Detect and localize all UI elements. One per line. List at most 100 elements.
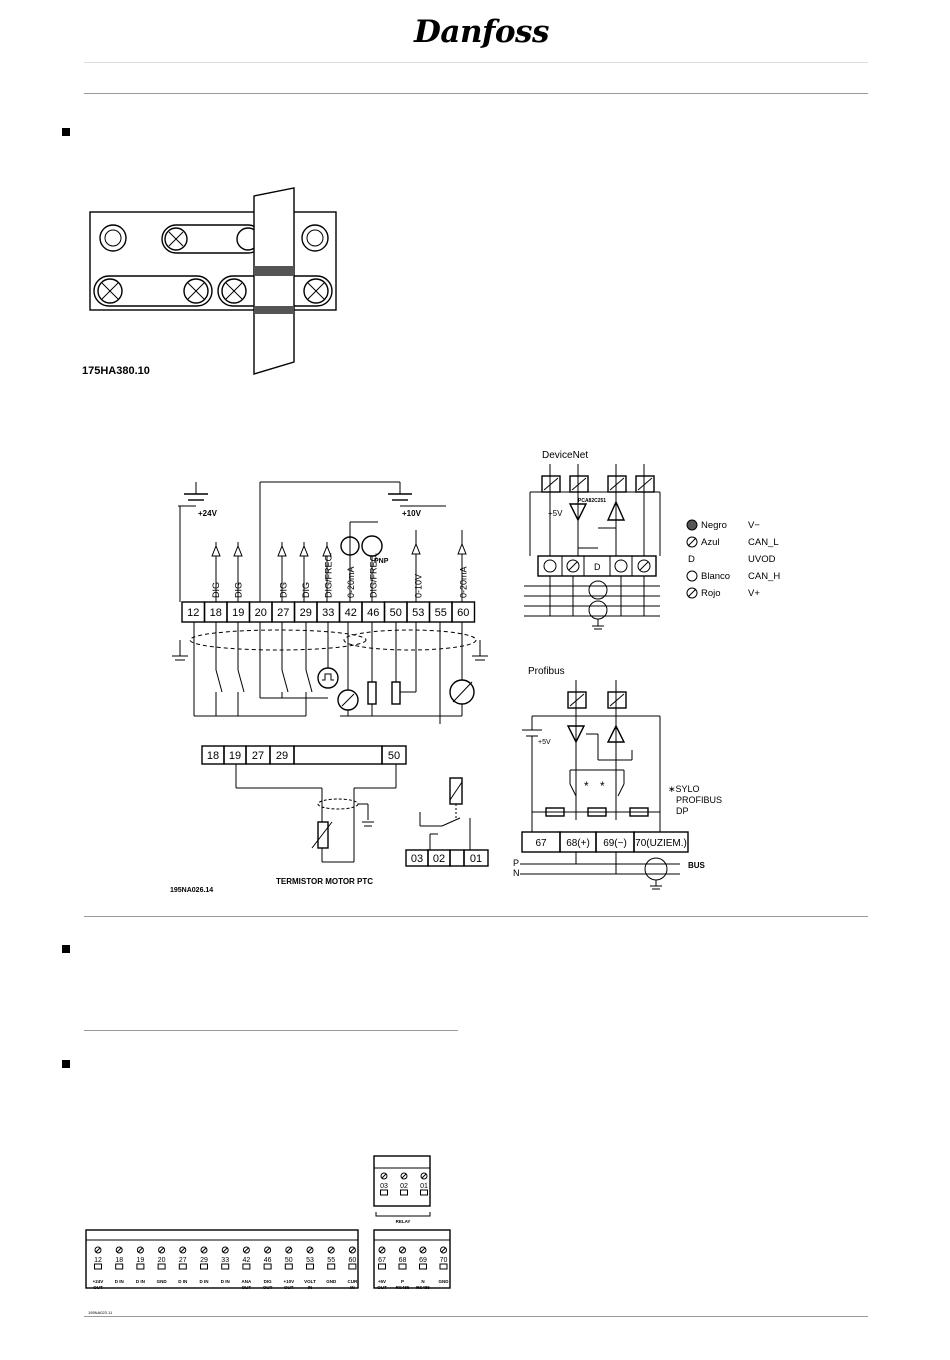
screw-icon: [419, 1246, 427, 1254]
strip-terminal-label: GND: [157, 1279, 168, 1284]
terminal-socket: [178, 1263, 187, 1270]
terminal-function-label: DIG/FREC.: [323, 552, 333, 598]
control-terminal-number: 53: [412, 607, 424, 619]
terminal-function-label: DIG: [278, 582, 288, 598]
figure1-code: 175HA380.10: [82, 365, 150, 377]
relay-terminal-box: [449, 849, 465, 867]
legend-signal: V−: [748, 520, 760, 531]
screw-slot: [201, 1247, 207, 1253]
screw-slot: [286, 1247, 292, 1253]
devicenet-title: DeviceNet: [542, 450, 588, 461]
strip-terminal-number: 18: [115, 1257, 123, 1264]
terminal-socket: [378, 1263, 386, 1270]
pnp-label: PNP: [374, 558, 389, 565]
screw-slot: [381, 1173, 387, 1179]
screw-slot: [441, 1247, 446, 1253]
screw-slot: [180, 1247, 186, 1253]
strip-terminal-number: 70: [440, 1257, 448, 1264]
strip-terminal-label: D IN: [136, 1279, 145, 1284]
relay-terminal-number: 01: [470, 853, 482, 865]
legend-swatch: [686, 587, 698, 599]
profibus-star-1: *: [584, 779, 589, 793]
strip-terminal-number: 53: [306, 1257, 314, 1264]
strip-terminal-label-2: OUT: [242, 1285, 252, 1290]
terminal-function-label: DIG: [211, 582, 221, 598]
screw-slot: [400, 1247, 405, 1253]
screw-slot: [350, 1247, 355, 1253]
ptc-terminal-number: 18: [207, 750, 219, 762]
strip-terminal-number: 12: [94, 1257, 102, 1264]
control-terminal-number: 50: [390, 607, 402, 619]
legend-name: Azul: [701, 537, 719, 548]
screw-icon: [200, 1246, 208, 1254]
terminal-socket: [398, 1263, 407, 1270]
screw-icon: [221, 1246, 229, 1254]
profibus-bus-label: BUS: [688, 861, 706, 870]
profibus-terminal-number: 70(UZIEM.): [635, 838, 687, 849]
strip-terminal-label-2: RS485: [416, 1285, 430, 1290]
control-terminal-number: 46: [367, 607, 379, 619]
profibus-terminal-box: [633, 831, 689, 853]
strip-terminal-label-2: OUT: [284, 1285, 294, 1290]
terminal-socket: [221, 1263, 230, 1270]
profibus-terminal-number: 68(+): [566, 838, 590, 849]
screw-icon: [264, 1246, 272, 1254]
strip-terminal-number: 33: [221, 1257, 229, 1264]
screw-icon: [94, 1246, 102, 1254]
screw-slot: [420, 1247, 426, 1253]
legend-signal: UVOD: [748, 554, 776, 565]
legend-name: Negro: [701, 520, 727, 531]
strip-terminal-number: 19: [137, 1257, 145, 1264]
screw-icon: [306, 1246, 314, 1254]
legend-name: Rojo: [701, 588, 721, 599]
legend-swatch: [686, 519, 698, 531]
screw-icon: [179, 1246, 187, 1254]
terminal-socket: [400, 1189, 408, 1196]
section-bullet-2: [62, 945, 70, 953]
screw-icon: [399, 1246, 406, 1254]
screw-slot: [421, 1173, 427, 1179]
strip-terminal-label: ANA: [242, 1279, 252, 1284]
screw-slot: [307, 1247, 313, 1253]
strip-terminal-label: +24V: [93, 1279, 104, 1284]
terminal-socket: [439, 1263, 448, 1270]
legend-swatch-hatch: [687, 537, 697, 547]
strip-terminal-number: 67: [378, 1257, 386, 1264]
strip-terminal-label: D IN: [200, 1279, 209, 1284]
strip-terminal-label: D IN: [115, 1279, 124, 1284]
terminal-function-label: 0-20mA: [458, 566, 468, 598]
screw-icon: [348, 1246, 356, 1254]
legend-name: Blanco: [701, 571, 730, 582]
ptc-terminal-number: 19: [229, 750, 241, 762]
screw-icon: [400, 1172, 408, 1180]
supply-10v-label: +10V: [402, 509, 422, 518]
control-terminal-number: 19: [232, 607, 244, 619]
legend-swatch: [686, 570, 698, 582]
control-terminal-number: 20: [255, 607, 267, 619]
profibus-line-p: P: [513, 858, 519, 868]
strip-terminal-label-2: OUT: [377, 1285, 387, 1290]
strip-terminal-number: 03: [380, 1183, 388, 1190]
legend-signal: V+: [748, 588, 760, 599]
screw-icon: [420, 1172, 428, 1180]
strip-terminal-label-2: OUT: [263, 1285, 273, 1290]
ptc-terminal-number: 27: [252, 750, 264, 762]
control-terminal-number: 42: [345, 607, 357, 619]
profibus-note-2: PROFIBUS: [676, 795, 722, 805]
strip-terminal-number: 42: [243, 1257, 251, 1264]
profibus-terminal-number: 67: [535, 838, 547, 849]
control-terminal-number: 12: [187, 607, 199, 619]
supply-24v-label: +24V: [198, 509, 218, 518]
ptc-terminal-box: [293, 745, 383, 765]
legend-signal: CAN_H: [748, 571, 780, 582]
section-rule-2: [84, 916, 868, 917]
strip-terminal-label: GND: [439, 1279, 450, 1284]
devicenet-d: D: [594, 562, 601, 572]
terminal-socket: [327, 1263, 336, 1270]
terminal-function-label: 0-20mA: [346, 566, 356, 598]
strip-terminal-label: D IN: [221, 1279, 230, 1284]
devicenet-supply: +5V: [548, 509, 563, 518]
strip-terminal-number: 20: [158, 1257, 166, 1264]
relay-terminal-box: [463, 849, 489, 867]
